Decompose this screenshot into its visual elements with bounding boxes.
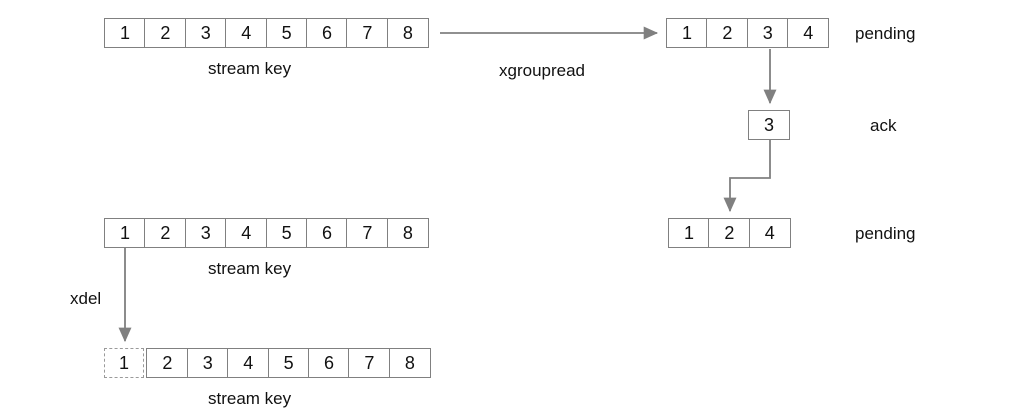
cell: 6	[306, 18, 349, 48]
cell: 2	[706, 18, 749, 48]
cell: 1	[104, 218, 146, 248]
cell: 4	[787, 18, 830, 48]
cell: 2	[144, 218, 187, 248]
cell: 3	[746, 18, 789, 48]
cell: 3	[184, 18, 227, 48]
cell: 1	[104, 18, 146, 48]
cell: 8	[388, 348, 431, 378]
cell: 7	[346, 218, 389, 248]
cell: 2	[708, 218, 751, 248]
edge-label-xgroupread: xgroupread	[499, 61, 586, 80]
cell: 2	[144, 18, 187, 48]
cell: 5	[265, 18, 308, 48]
cell: 4	[748, 218, 791, 248]
cell: 7	[348, 348, 391, 378]
cell: 5	[267, 348, 310, 378]
cell: 7	[346, 18, 389, 48]
edge-label-xdel: xdel	[70, 289, 102, 308]
caption-ack: ack	[870, 116, 897, 135]
caption-stream-key-middle: stream key	[208, 259, 292, 278]
cell: 5	[265, 218, 308, 248]
cell: 6	[306, 218, 349, 248]
cell: 3	[184, 218, 227, 248]
cell: 8	[386, 18, 429, 48]
strip-pending-top: 1 2 3 4	[666, 18, 830, 48]
cell: 1	[666, 18, 708, 48]
cell: 4	[225, 218, 268, 248]
cell: 1	[668, 218, 710, 248]
cell: 4	[225, 18, 268, 48]
strip-ack: 3	[748, 110, 790, 140]
strip-stream-key-bottom: 1 2 3 4 5 6 7 8	[104, 348, 431, 378]
cell-deleted: 1	[104, 348, 144, 378]
strip-pending-bottom: 1 2 4	[668, 218, 791, 248]
caption-stream-key-top: stream key	[208, 59, 292, 78]
caption-pending-bottom: pending	[855, 224, 916, 243]
edge-ack-to-pending	[723, 140, 771, 213]
cell: 4	[227, 348, 270, 378]
cell: 8	[386, 218, 429, 248]
strip-stream-key-top: 1 2 3 4 5 6 7 8	[104, 18, 429, 48]
cell: 2	[146, 348, 189, 378]
caption-stream-key-bottom: stream key	[208, 389, 292, 408]
cell: 3	[186, 348, 229, 378]
cell: 3	[748, 110, 790, 140]
cell: 6	[308, 348, 351, 378]
strip-stream-key-middle: 1 2 3 4 5 6 7 8	[104, 218, 429, 248]
caption-pending-top: pending	[855, 24, 916, 43]
